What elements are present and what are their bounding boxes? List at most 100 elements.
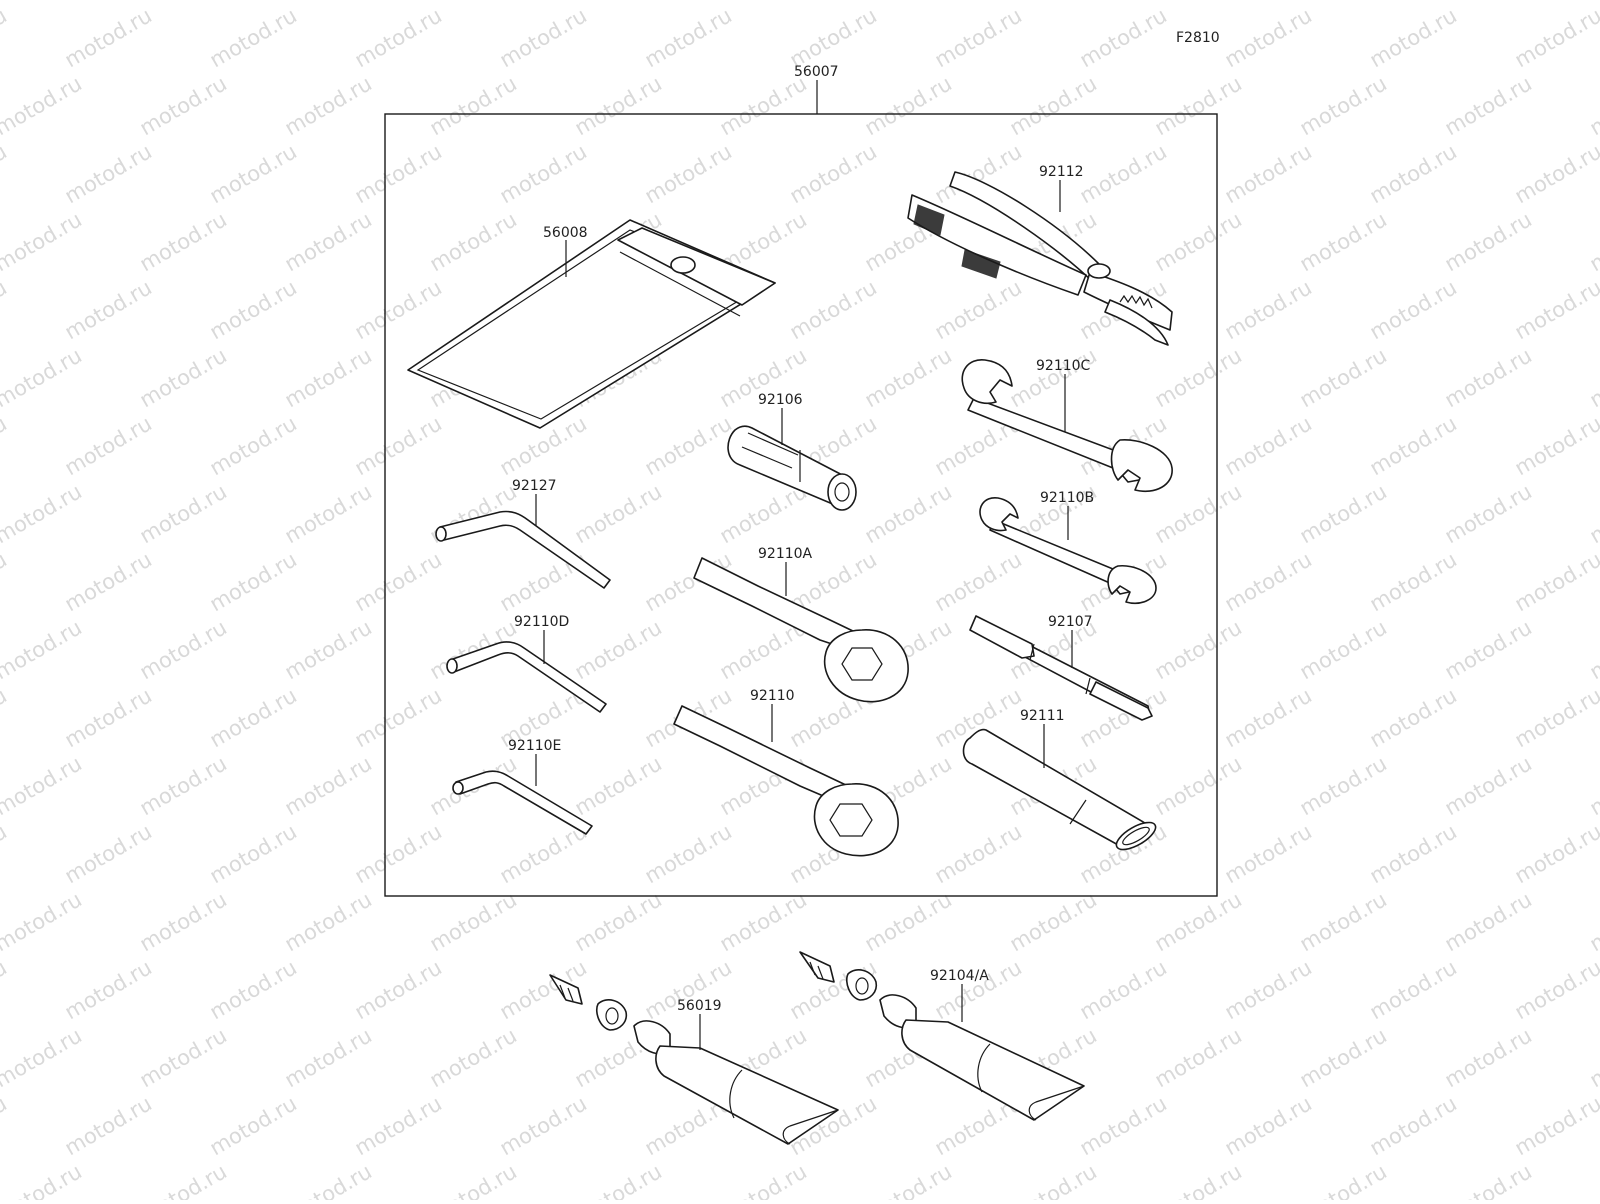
watermark-text: motod.ru xyxy=(1366,819,1461,888)
watermark-text: motod.ru xyxy=(931,275,1026,344)
watermark-text: motod.ru xyxy=(1151,207,1246,276)
watermark-text: motod.ru xyxy=(1151,0,1246,4)
watermark-text: motod.ru xyxy=(571,615,666,684)
watermark-text: motod.ru xyxy=(61,3,156,72)
watermark-text: motod.ru xyxy=(1296,207,1391,276)
watermark-text: motod.ru xyxy=(1586,615,1600,684)
watermark-text: motod.ru xyxy=(0,139,11,208)
label-box-wrench[interactable]: 92110 xyxy=(750,688,795,704)
watermark-text: motod.ru xyxy=(0,3,11,72)
watermark-text: motod.ru xyxy=(426,207,521,276)
label-handle[interactable]: 92111 xyxy=(1020,708,1065,724)
watermark-text: motod.ru xyxy=(281,887,376,956)
watermark-text: motod.ru xyxy=(0,751,86,820)
watermark-text: motod.ru xyxy=(1151,343,1246,412)
watermark-text: motod.ru xyxy=(0,615,86,684)
watermark-text: motod.ru xyxy=(641,411,736,480)
watermark-text: motod.ru xyxy=(0,683,11,752)
watermark-text: motod.ru xyxy=(1586,751,1600,820)
watermark-text: motod.ru xyxy=(1366,411,1461,480)
watermark-text: motod.ru xyxy=(496,1091,591,1160)
watermark-text: motod.ru xyxy=(1151,71,1246,140)
watermark-text: motod.ru xyxy=(641,139,736,208)
watermark-text: motod.ru xyxy=(1151,479,1246,548)
watermark-text: motod.ru xyxy=(351,819,446,888)
watermark-text: motod.ru xyxy=(861,71,956,140)
watermark-text: motod.ru xyxy=(1366,3,1461,72)
watermark-text: motod.ru xyxy=(1586,887,1600,956)
watermark-text: motod.ru xyxy=(1586,479,1600,548)
label-hex-key-2[interactable]: 92110D xyxy=(514,614,569,630)
watermark-text: motod.ru xyxy=(1296,1159,1391,1200)
label-repair-tube-1[interactable]: 56019 xyxy=(677,998,722,1014)
watermark-text: motod.ru xyxy=(1441,615,1536,684)
watermark-text: motod.ru xyxy=(0,71,86,140)
watermark-text: motod.ru xyxy=(61,275,156,344)
watermark-text: motod.ru xyxy=(0,207,86,276)
watermark-text: motod.ru xyxy=(351,275,446,344)
watermark-text: motod.ru xyxy=(0,0,86,4)
watermark-text: motod.ru xyxy=(0,955,11,1024)
watermark-text: motod.ru xyxy=(1366,275,1461,344)
watermark-text: motod.ru xyxy=(1441,207,1536,276)
watermark-text: motod.ru xyxy=(861,887,956,956)
watermark-text: motod.ru xyxy=(1441,0,1536,4)
label-wrench-b[interactable]: 92110B xyxy=(1040,490,1094,506)
watermark-text: motod.ru xyxy=(1366,955,1461,1024)
watermark-text: motod.ru xyxy=(61,1091,156,1160)
watermark-text: motod.ru xyxy=(1221,547,1316,616)
watermark-text: motod.ru xyxy=(426,887,521,956)
watermark-text: motod.ru xyxy=(0,275,11,344)
watermark-text: motod.ru xyxy=(136,1023,231,1092)
watermark-text: motod.ru xyxy=(281,207,376,276)
watermark-text: motod.ru xyxy=(571,0,666,4)
watermark-text: motod.ru xyxy=(281,751,376,820)
watermark-text: motod.ru xyxy=(1441,343,1536,412)
watermark-text: motod.ru xyxy=(1511,819,1600,888)
watermark-text: motod.ru xyxy=(426,71,521,140)
watermark-text: motod.ru xyxy=(1221,139,1316,208)
watermark-text: motod.ru xyxy=(426,1023,521,1092)
label-kit[interactable]: 56007 xyxy=(794,64,839,80)
watermark-text: motod.ru xyxy=(571,751,666,820)
label-hex-key-1[interactable]: 92127 xyxy=(512,478,557,494)
watermark-text: motod.ru xyxy=(61,139,156,208)
watermark-text: motod.ru xyxy=(861,0,956,4)
label-pouch[interactable]: 56008 xyxy=(543,225,588,241)
watermark-text: motod.ru xyxy=(1151,1023,1246,1092)
watermark-text: motod.ru xyxy=(1296,615,1391,684)
watermark-text: motod.ru xyxy=(1006,71,1101,140)
watermark-text: motod.ru xyxy=(1511,1091,1600,1160)
watermark-text: motod.ru xyxy=(1511,3,1600,72)
watermark-text: motod.ru xyxy=(1441,1159,1536,1200)
label-hex-key-3[interactable]: 92110E xyxy=(508,738,561,754)
watermark-text: motod.ru xyxy=(136,887,231,956)
label-plug-tool[interactable]: 92106 xyxy=(758,392,803,408)
watermark-text: motod.ru xyxy=(351,3,446,72)
label-screwdriver[interactable]: 92107 xyxy=(1048,614,1093,630)
label-repair-tube-2[interactable]: 92104/A xyxy=(930,968,989,984)
watermark-text: motod.ru xyxy=(641,3,736,72)
watermark-text: motod.ru xyxy=(206,139,301,208)
watermark-text: motod.ru xyxy=(1511,411,1600,480)
watermark-text: motod.ru xyxy=(931,3,1026,72)
watermark-text: motod.ru xyxy=(0,547,11,616)
watermark-text: motod.ru xyxy=(281,1023,376,1092)
watermark-text: motod.ru xyxy=(136,1159,231,1200)
watermark-text: motod.ru xyxy=(1151,1159,1246,1200)
watermark-text: motod.ru xyxy=(786,3,881,72)
watermark-text: motod.ru xyxy=(281,479,376,548)
label-box-wrench-a[interactable]: 92110A xyxy=(758,546,813,562)
watermark-text: motod.ru xyxy=(931,955,1026,1024)
watermark-text: motod.ru xyxy=(0,343,86,412)
watermark-text: motod.ru xyxy=(1511,955,1600,1024)
watermark-text: motod.ru xyxy=(0,887,86,956)
watermark-text: motod.ru xyxy=(136,207,231,276)
watermark-text: motod.ru xyxy=(136,343,231,412)
watermark-text: motod.ru xyxy=(1441,479,1536,548)
label-pliers[interactable]: 92112 xyxy=(1039,164,1084,180)
label-wrench-c[interactable]: 92110C xyxy=(1036,358,1091,374)
watermark-text: motod.ru xyxy=(716,887,811,956)
watermark-text: motod.ru xyxy=(1076,3,1171,72)
